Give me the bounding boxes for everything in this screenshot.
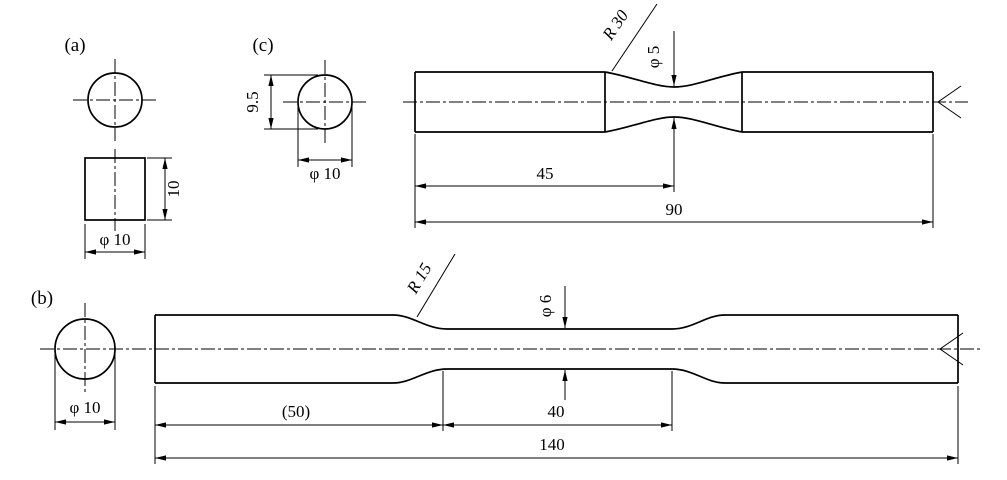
part-c-endview-diameter-value: φ 10: [309, 164, 340, 183]
part-b-gauge-diameter-dimension: φ 6: [536, 286, 568, 400]
part-b-specimen-outline: [154, 314, 964, 384]
part-b-end-chevron: [939, 332, 964, 366]
part-c-half-length-dimension: 45: [414, 134, 674, 228]
part-a-end-view: [73, 59, 157, 141]
part-b-total-length-value: 140: [539, 435, 565, 454]
part-c-end-view: [283, 60, 367, 144]
part-a-height-dimension: 10: [147, 157, 183, 221]
part-a-diameter-value: φ 10: [99, 230, 130, 249]
part-b-fillet-radius-callout: R 15: [402, 253, 456, 318]
part-b-fillet-radius-value: R 15: [402, 260, 435, 298]
part-b-gauge-diameter-value: φ 6: [536, 295, 555, 318]
part-c-label: (c): [252, 35, 273, 56]
part-c-end-chevron: [937, 85, 962, 119]
part-c: (c) 9.5 φ 10: [243, 3, 968, 228]
part-c-total-length-dimension: 90: [415, 134, 934, 228]
part-b-endview-diameter-value: φ 10: [69, 398, 100, 417]
part-c-specimen-outline: [403, 71, 968, 133]
part-b-endview-diameter-dimension: φ 10: [54, 353, 116, 430]
part-b-grip-length-dimension: (50): [154, 371, 444, 464]
part-c-endview-diameter-dimension: φ 10: [297, 106, 353, 183]
part-a-label: (a): [64, 35, 85, 56]
part-b: (b) φ 10 R 15 φ 6: [31, 253, 983, 464]
part-c-half-length-value: 45: [537, 164, 554, 183]
part-b-grip-length-value: (50): [282, 402, 310, 421]
part-b-end-view: [54, 303, 116, 395]
part-a-height-value: 10: [164, 181, 183, 198]
part-c-neck-diameter-value: φ 5: [644, 46, 663, 69]
part-a-diameter-dimension: φ 10: [84, 224, 146, 259]
part-b-total-length-dimension: 140: [155, 386, 959, 464]
part-a: (a) 10 φ 10: [64, 35, 183, 259]
part-b-gauge-length-value: 40: [548, 402, 565, 421]
part-c-fillet-radius-value: R 30: [598, 6, 632, 44]
part-c-total-length-value: 90: [666, 200, 683, 219]
part-a-side-view: [84, 149, 146, 231]
part-c-endview-height-dimension: 9.5: [243, 74, 318, 130]
part-b-label: (b): [31, 288, 53, 309]
part-b-gauge-length-dimension: 40: [443, 371, 673, 431]
part-c-endview-height-value: 9.5: [243, 91, 262, 112]
part-c-neck-diameter-dimension: φ 5: [644, 31, 677, 192]
